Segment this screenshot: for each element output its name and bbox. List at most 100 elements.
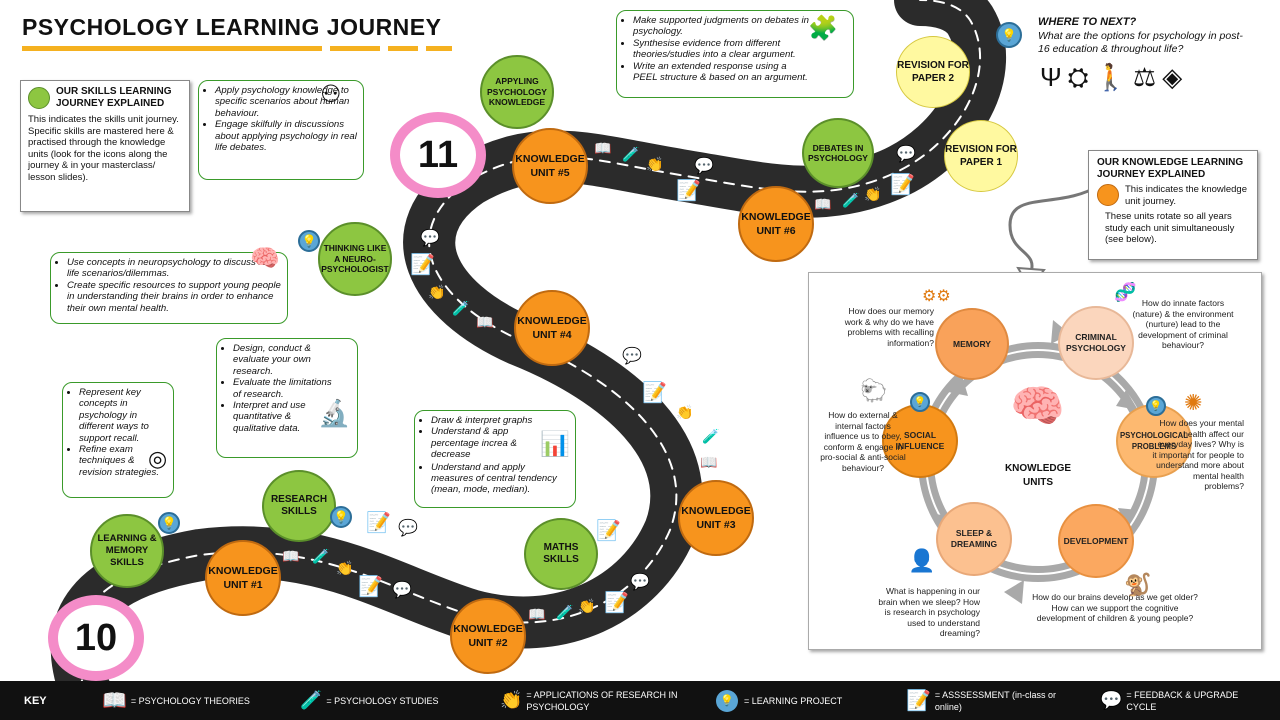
learning-project-icon: 💡 xyxy=(716,689,738,712)
knowledge-explained-line2: These units rotate so all years study ea… xyxy=(1105,211,1235,245)
applications-icon: 👏 xyxy=(646,156,664,172)
knowledge-unit-3: KNOWLEDGE UNIT #3 xyxy=(678,480,754,556)
theories-icon: 📖 xyxy=(594,140,612,156)
cycle-development: DEVELOPMENT xyxy=(1058,504,1134,578)
knowledge-explained-box: OUR KNOWLEDGE LEARNING JOURNEY EXPLAINED… xyxy=(1088,150,1258,260)
applications-icon: 👏 xyxy=(864,186,882,202)
applications-icon: 👏 xyxy=(428,284,446,300)
theories-icon: 📖 xyxy=(476,314,494,330)
career-icons: Ψ⛭🚶⚖◈ xyxy=(1040,62,1188,94)
applications-icon: 👏 xyxy=(676,404,694,420)
scales-icon: ⚖ xyxy=(1132,62,1163,92)
studies-icon: 🧪 xyxy=(300,690,323,710)
revision-paper-2: REVISION FOR PAPER 2 xyxy=(896,36,970,108)
title-underline-dash xyxy=(426,46,452,51)
learning-project-icon: 💡 xyxy=(158,512,180,534)
knowledge-cycle-panel xyxy=(808,272,1262,650)
key-bar: KEY 📖 = PSYCHOLOGY THEORIES 🧪 = PSYCHOLO… xyxy=(0,681,1280,720)
key-title: KEY xyxy=(24,694,47,707)
skills-explained-box: OUR SKILLS LEARNING JOURNEY EXPLAINED Th… xyxy=(20,80,190,212)
microscope-icon: 🔬 xyxy=(318,398,351,428)
bar-chart-icon: 📊 xyxy=(540,431,570,458)
studies-icon: 🧪 xyxy=(702,428,720,444)
assessment-icon: 📝 xyxy=(890,174,915,196)
feedback-icon: 💬 xyxy=(896,146,916,163)
bubble-debates: Make supported judgments on debates in p… xyxy=(616,10,854,98)
assessment-icon: 📝 xyxy=(410,254,435,276)
theories-icon: 📖 xyxy=(814,196,832,212)
question-psych-problems: How does your mental health affect our e… xyxy=(1152,418,1244,491)
assessment-icon: 📝 xyxy=(366,512,391,534)
studies-icon: 🧪 xyxy=(842,192,860,208)
question-sleep: What is happening in our brain when we s… xyxy=(878,586,980,638)
theories-icon: 📖 xyxy=(700,454,718,470)
assessment-icon: 📝 xyxy=(906,690,931,712)
cycle-criminal: CRIMINAL PSYCHOLOGY xyxy=(1058,306,1134,380)
assessment-icon: 📝 xyxy=(642,382,667,404)
key-applications: 👏 = APPLICATIONS OF RESEARCH IN PSYCHOLO… xyxy=(500,689,678,712)
bubble-applying: Apply psychology knowledge to specific s… xyxy=(198,80,364,180)
bubble-learning-memory: Represent key concepts in psychology in … xyxy=(62,382,174,498)
learning-project-icon: 💡 xyxy=(298,230,320,252)
applications-icon: 👏 xyxy=(500,690,523,710)
cycle-psych-problems: PSYCHOLOGICAL PROBLEMS xyxy=(1116,404,1192,478)
neuron-icon: ✺ xyxy=(1184,390,1203,415)
studies-icon: 🧪 xyxy=(312,548,330,564)
learning-project-icon: 💡 xyxy=(1146,396,1166,416)
network-icon: ⚇ xyxy=(320,81,342,108)
title-underline-dash xyxy=(388,46,418,51)
brain-head-icon: 🧠 xyxy=(250,245,280,272)
year-10-badge: 10 xyxy=(48,595,144,681)
theories-icon: 📖 xyxy=(528,606,546,622)
book-icon: ◈ xyxy=(1162,62,1189,92)
feedback-icon: 💬 xyxy=(392,582,412,599)
skill-maths: MATHS SKILLS xyxy=(524,518,598,590)
cycle-memory: MEMORY xyxy=(935,308,1009,380)
key-learning-project: 💡 = LEARNING PROJECT xyxy=(716,681,842,720)
studies-icon: 🧪 xyxy=(452,300,470,316)
feedback-icon: 💬 xyxy=(398,520,418,537)
feedback-icon: 💬 xyxy=(622,348,642,365)
title-underline xyxy=(22,46,322,51)
gears-icon: ⚙⚙ xyxy=(922,288,951,305)
sleep-head-icon: 👤 xyxy=(908,548,936,573)
knowledge-unit-5: KNOWLEDGE UNIT #5 xyxy=(512,128,588,204)
police-badge-icon: ⛭ xyxy=(1067,62,1095,92)
feedback-icon: 💬 xyxy=(420,230,440,247)
title-underline-dash xyxy=(330,46,380,51)
applications-icon: 👏 xyxy=(578,598,596,614)
question-social: How do external & internal factors influ… xyxy=(820,410,906,473)
skills-explained-text: This indicates the skills unit journey. … xyxy=(28,114,179,183)
key-studies: 🧪 = PSYCHOLOGY STUDIES xyxy=(300,690,439,710)
assessment-icon: 📝 xyxy=(358,576,383,598)
psi-icon: Ψ xyxy=(1040,62,1068,92)
evolution-icon: 🚶 xyxy=(1094,62,1133,92)
year-11-badge: 11 xyxy=(390,112,486,198)
key-assessment: 📝 = ASSSESSMENT (in-class or online) xyxy=(906,689,1057,713)
bubble-research: Design, conduct & evaluate your own rese… xyxy=(216,338,358,458)
key-feedback: 💬 = FEEDBACK & UPGRADE CYCLE xyxy=(1100,689,1239,712)
dna-icon: 🧬 xyxy=(1114,282,1137,302)
brain-icon: 🧠 xyxy=(1010,382,1065,431)
feedback-icon: 💬 xyxy=(1100,690,1123,710)
applications-icon: 👏 xyxy=(336,560,354,576)
bubble-maths: Draw & interpret graphsUnderstand & app … xyxy=(414,410,576,508)
baby-icon: 🐒 xyxy=(1124,572,1152,597)
revision-paper-1: REVISION FOR PAPER 1 xyxy=(944,120,1018,192)
studies-icon: 🧪 xyxy=(556,604,574,620)
skill-neuropsychologist: THINKING LIKE A NEURO-PSYCHOLOGIST xyxy=(318,222,392,296)
page-title: PSYCHOLOGY LEARNING JOURNEY xyxy=(22,14,442,40)
cycle-sleep: SLEEP & DREAMING xyxy=(936,502,1012,576)
learning-project-icon: 💡 xyxy=(910,392,930,412)
assessment-icon: 📝 xyxy=(596,520,621,542)
skills-explained-heading: OUR SKILLS LEARNING JOURNEY EXPLAINED xyxy=(56,86,172,109)
where-next-heading: WHERE TO NEXT? xyxy=(1038,16,1137,28)
where-next-text: What are the options for psychology in p… xyxy=(1038,30,1243,55)
knowledge-unit-4: KNOWLEDGE UNIT #4 xyxy=(514,290,590,366)
knowledge-explained-heading: OUR KNOWLEDGE LEARNING JOURNEY EXPLAINED xyxy=(1097,157,1244,180)
green-circle-icon xyxy=(28,87,50,109)
skill-research: RESEARCH SKILLS xyxy=(262,470,336,542)
key-theories: 📖 = PSYCHOLOGY THEORIES xyxy=(102,690,250,712)
question-criminal: How do innate factors (nature) & the env… xyxy=(1132,298,1234,350)
skill-learning-memory: LEARNING & MEMORY SKILLS xyxy=(90,514,164,588)
